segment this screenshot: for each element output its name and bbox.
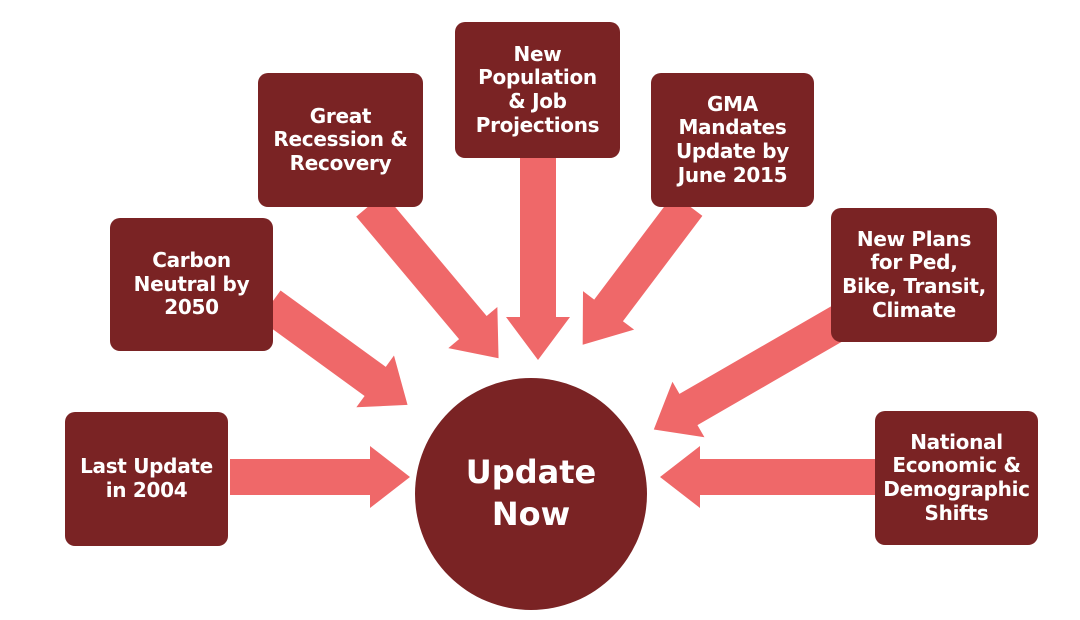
factor-carbon-neutral-label: Carbon Neutral by 2050	[133, 248, 250, 320]
factor-carbon-neutral: Carbon Neutral by 2050	[110, 218, 273, 351]
factor-recession-label: Great Recession & Recovery	[273, 103, 408, 175]
center-label: Update Now	[465, 453, 597, 533]
arrow-last-update	[230, 446, 410, 508]
factor-last-update-label: Last Update in 2004	[80, 454, 213, 502]
factor-population-label: New Population & Job Projections	[475, 41, 600, 137]
factor-national-label: National Economic & Demographic Shifts	[883, 429, 1030, 525]
factor-gma-label: GMA Mandates Update by June 2015	[675, 91, 790, 187]
factor-national: National Economic & Demographic Shifts	[875, 411, 1038, 545]
factor-new-plans: New Plans for Ped, Bike, Transit, Climat…	[831, 208, 997, 342]
arrow-new-plans	[653, 306, 849, 438]
factor-last-update: Last Update in 2004	[65, 412, 228, 546]
factor-new-plans-label: New Plans for Ped, Bike, Transit, Climat…	[842, 226, 986, 322]
arrow-gma	[582, 194, 703, 345]
arrow-population	[506, 157, 570, 360]
center-update-now: Update Now	[415, 378, 647, 610]
arrow-carbon-neutral	[259, 290, 408, 408]
factor-recession: Great Recession & Recovery	[258, 73, 423, 207]
factor-population: New Population & Job Projections	[455, 22, 620, 158]
arrow-national	[660, 446, 875, 508]
arrow-recession	[356, 193, 499, 359]
factor-gma: GMA Mandates Update by June 2015	[651, 73, 814, 207]
